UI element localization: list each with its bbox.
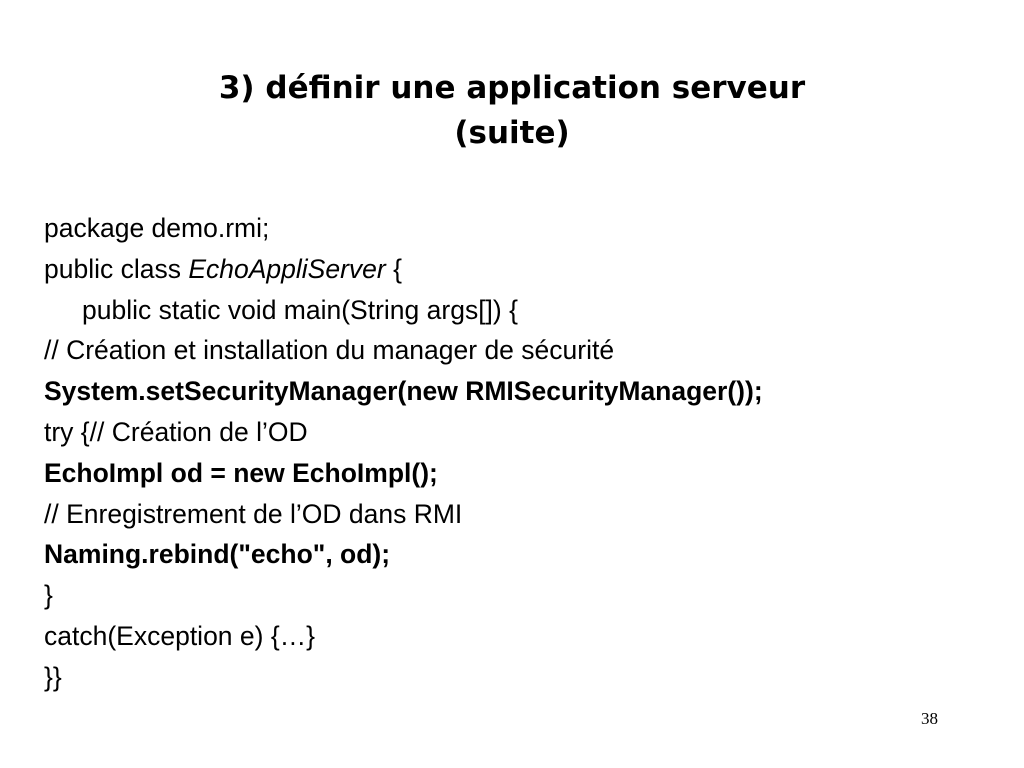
code-listing: package demo.rmi; public class EchoAppli…: [44, 208, 1004, 698]
code-line-7: EchoImpl od = new EchoImpl();: [44, 457, 438, 488]
code-line-10: }: [44, 580, 53, 611]
code-line-1: package demo.rmi;: [44, 213, 270, 243]
code-line-11: catch(Exception e) {…}: [44, 620, 316, 651]
code-line-2-suffix: {: [385, 253, 402, 284]
code-line-4: // Création et installation du manager d…: [44, 335, 615, 366]
code-line-3: public static void main(String args[]) {: [82, 294, 518, 325]
code-line-8: // Enregistrement de l’OD dans RMI: [44, 498, 463, 529]
code-line-6: try {// Création de l’OD: [44, 416, 308, 447]
code-line-2-prefix: public class: [44, 253, 189, 284]
slide-title-line-1: 3) définir une application serveur: [218, 70, 806, 106]
class-name: EchoAppliServer: [188, 253, 386, 284]
page-number: 38: [921, 709, 938, 728]
code-line-2: public class EchoAppliServer {: [44, 249, 1004, 290]
code-line-5: System.setSecurityManager(new RMISecurit…: [44, 376, 763, 407]
code-line-9: Naming.rebind("echo", od);: [44, 539, 391, 570]
slide-title-line-2: (suite): [454, 115, 570, 151]
code-line-12: }}: [44, 661, 62, 692]
slide-title: 3) définir une application serveur (suit…: [100, 66, 924, 156]
